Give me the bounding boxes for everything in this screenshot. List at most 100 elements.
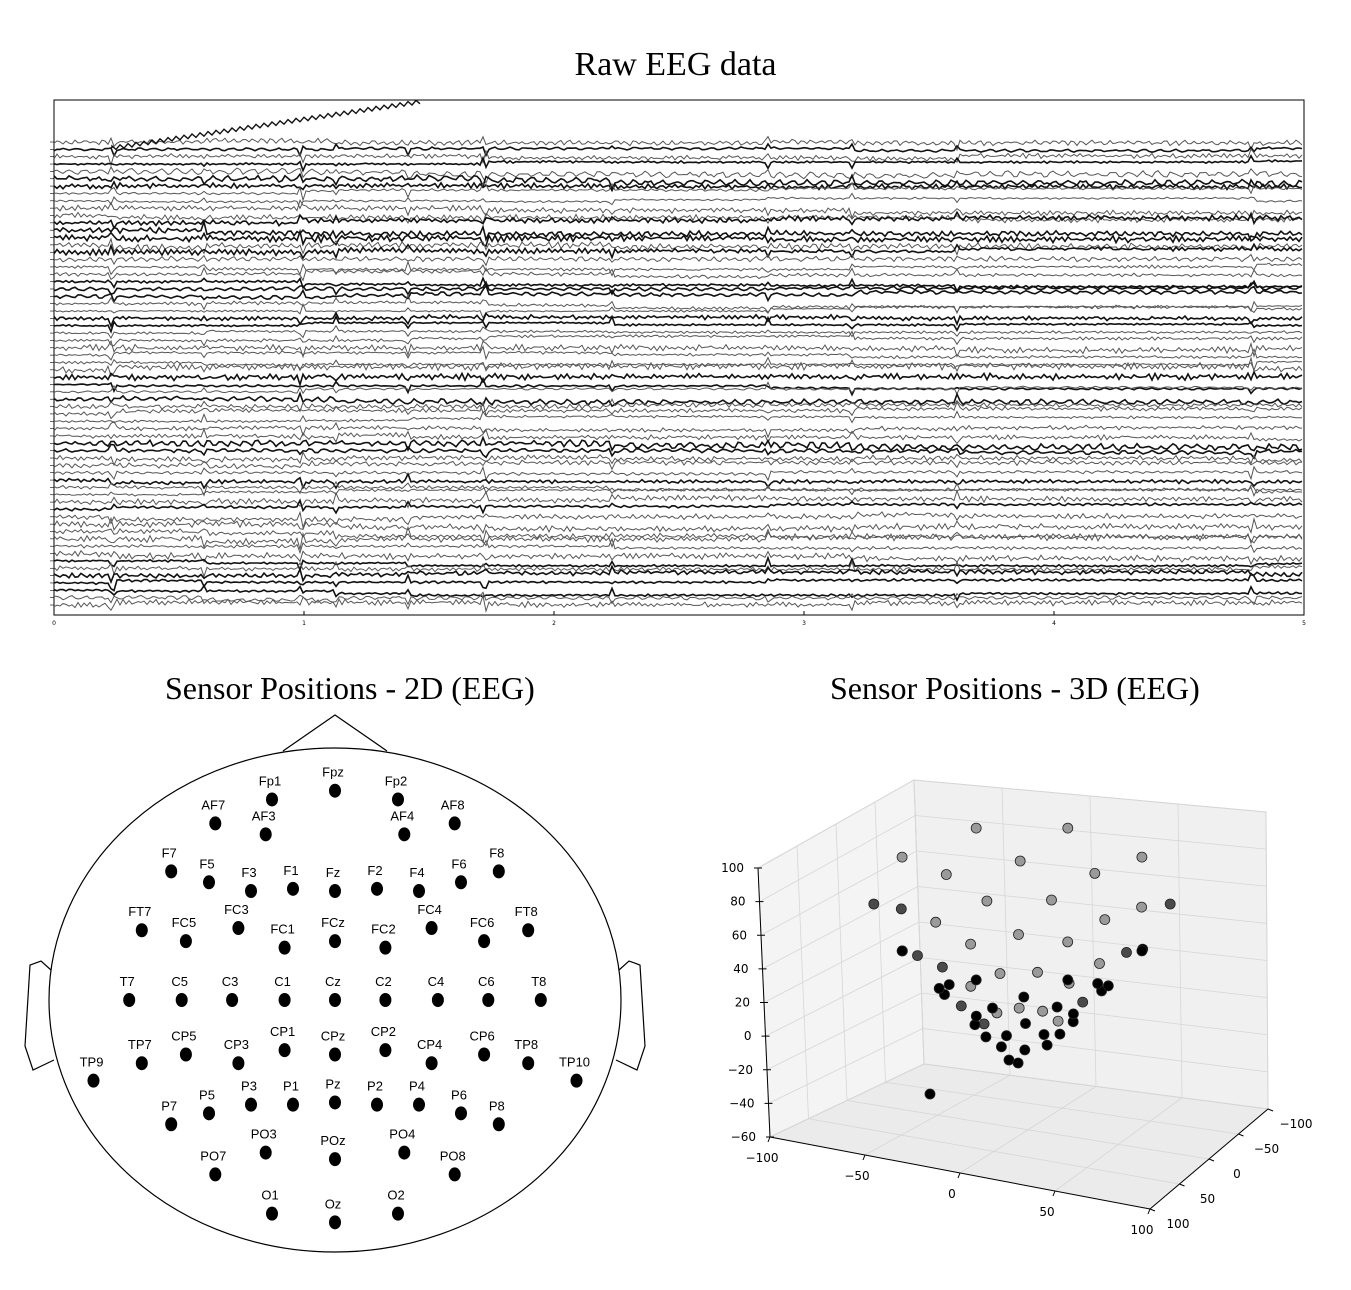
eeg-channel-trace bbox=[53, 172, 1303, 191]
eeg-channel-trace bbox=[53, 450, 1303, 467]
sensor-label: T8 bbox=[531, 974, 546, 989]
eeg-channel-trace bbox=[53, 314, 1303, 334]
eeg-channel-trace bbox=[53, 293, 1303, 314]
sensor-dot bbox=[478, 1047, 491, 1062]
sensor-label: Oz bbox=[325, 1196, 342, 1211]
eeg-channel-trace bbox=[53, 181, 1303, 202]
sensor-label: F8 bbox=[489, 845, 504, 860]
sensor-label: FCz bbox=[321, 915, 345, 930]
sensor-3d-point bbox=[1136, 945, 1148, 957]
sensor-label: P4 bbox=[409, 1079, 425, 1094]
eeg-channel-trace bbox=[53, 510, 1303, 530]
eeg-channel-trace bbox=[53, 400, 1303, 420]
eeg-channel-trace bbox=[53, 228, 1303, 248]
left-ear bbox=[24, 960, 55, 1071]
sensor-3d-point bbox=[943, 979, 955, 991]
sensor-label: PO3 bbox=[251, 1127, 277, 1142]
sensor-dot bbox=[87, 1073, 100, 1088]
x-tick-label: −100 bbox=[746, 1151, 779, 1165]
grid-line bbox=[1089, 795, 1097, 1087]
sensor-label: Pz bbox=[325, 1076, 340, 1091]
sensor-label: F1 bbox=[283, 863, 298, 878]
eeg-channel-trace bbox=[53, 443, 1303, 460]
sensor-label: P5 bbox=[199, 1087, 215, 1102]
sensor-dot bbox=[478, 934, 491, 949]
sensor-dot bbox=[245, 1097, 257, 1112]
eeg-channel-trace bbox=[53, 324, 1303, 339]
sensor-dot bbox=[245, 884, 257, 898]
z-tick-label: 0 bbox=[744, 1029, 752, 1043]
sensor-dot bbox=[232, 1056, 245, 1071]
sensor-label: O2 bbox=[387, 1188, 404, 1203]
sensor-label: Fp2 bbox=[385, 773, 407, 788]
eeg-channel-trace bbox=[53, 458, 1303, 471]
sensor-dot bbox=[522, 923, 535, 938]
eeg-channel-trace bbox=[53, 410, 1302, 424]
sensor-dot bbox=[398, 827, 411, 842]
eeg-channel-trace bbox=[53, 237, 1303, 256]
sensor-label: C4 bbox=[428, 974, 445, 989]
sensor-label: FC1 bbox=[270, 922, 295, 937]
sensor-dot bbox=[371, 1097, 383, 1112]
eeg-channel-trace bbox=[53, 253, 1303, 267]
sensor-dot bbox=[455, 875, 467, 890]
sensor-label: CP6 bbox=[469, 1029, 494, 1044]
sensor-dot bbox=[209, 816, 222, 831]
eeg-channel-trace bbox=[53, 260, 1303, 277]
sensor-label: CP4 bbox=[417, 1037, 442, 1052]
sensor-3d-point bbox=[1014, 855, 1026, 867]
eeg-channel-trace bbox=[53, 390, 1303, 408]
z-tick-label: 40 bbox=[733, 962, 748, 976]
eeg-channel-trace bbox=[53, 219, 1303, 243]
sensor-3d-point bbox=[1041, 1039, 1053, 1051]
sensor-label: C6 bbox=[478, 974, 495, 989]
sensor-label: P8 bbox=[489, 1098, 505, 1113]
sensor-2d-title: Sensor Positions - 2D (EEG) bbox=[165, 670, 535, 706]
eeg-channel-trace bbox=[53, 555, 1303, 573]
y-tick-label: 100 bbox=[1167, 1217, 1190, 1231]
sensor-3d-point bbox=[970, 974, 982, 986]
grid-line bbox=[885, 1081, 1239, 1135]
sensor-3d-point bbox=[1003, 1054, 1015, 1066]
sensor-label: POz bbox=[320, 1133, 345, 1148]
sensor-3d-point bbox=[1001, 1030, 1012, 1042]
eeg-channel-trace bbox=[53, 198, 1303, 220]
x-tick bbox=[1052, 1190, 1056, 1197]
sensor-dot bbox=[165, 1117, 178, 1132]
sensor-3d-point bbox=[924, 1088, 936, 1100]
sensor-label: O1 bbox=[261, 1188, 278, 1203]
sensor-3d-point bbox=[978, 1018, 990, 1030]
sensor-label: FC2 bbox=[371, 922, 396, 937]
eeg-channel-trace bbox=[53, 465, 1303, 482]
eeg-channel-trace bbox=[53, 593, 1303, 614]
sensor-dot bbox=[413, 884, 425, 898]
sensor-3d-point bbox=[1164, 898, 1176, 910]
sensor-3d-point bbox=[1067, 1008, 1079, 1020]
sensor-3d-point bbox=[1019, 1044, 1031, 1056]
z-tick-label: −20 bbox=[728, 1063, 753, 1077]
eeg-channel-trace bbox=[53, 165, 1303, 185]
sensor-label: FT8 bbox=[515, 904, 538, 919]
eeg-channel-trace bbox=[53, 480, 1303, 497]
sensor-3d-point bbox=[936, 961, 948, 973]
x-tick bbox=[862, 1154, 866, 1161]
eeg-channel-trace bbox=[53, 516, 1303, 535]
sensor-label: F3 bbox=[241, 865, 256, 880]
eeg-channel-trace bbox=[53, 154, 1303, 173]
sensor-3d-point bbox=[987, 1002, 998, 1014]
sensor-dot bbox=[379, 993, 392, 1007]
sensor-label: CP1 bbox=[270, 1024, 295, 1039]
sensor-3d-point bbox=[965, 938, 977, 950]
eeg-channel-trace bbox=[53, 537, 1303, 555]
eeg-chart-title: Raw EEG data bbox=[574, 46, 777, 83]
sensor-3d-point bbox=[1037, 1005, 1049, 1017]
sensor-dot bbox=[266, 1206, 278, 1221]
y-tick-label: −50 bbox=[1254, 1142, 1279, 1156]
grid-line bbox=[1265, 811, 1269, 1110]
eeg-x-tick-label: 1 bbox=[302, 620, 306, 627]
eeg-channel-trace bbox=[53, 339, 1303, 359]
sensor-dot bbox=[329, 993, 341, 1007]
sensor-dot bbox=[492, 864, 505, 879]
sensor-dot bbox=[431, 993, 444, 1007]
sensor-3d-point bbox=[1038, 1029, 1050, 1040]
